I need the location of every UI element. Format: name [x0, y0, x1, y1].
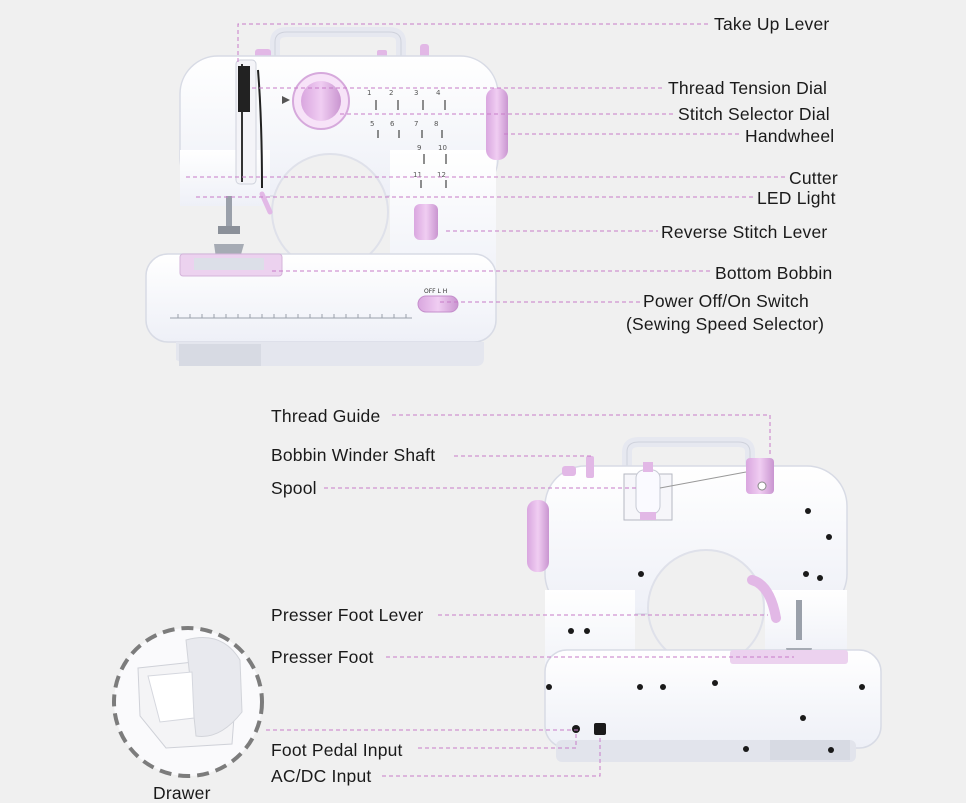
- label-stitch-selector-dial: Stitch Selector Dial: [678, 104, 830, 124]
- svg-text:12: 12: [437, 171, 446, 179]
- label-cutter: Cutter: [789, 168, 838, 188]
- label-reverse-stitch-lever: Reverse Stitch Lever: [661, 222, 828, 242]
- svg-text:11: 11: [413, 171, 422, 179]
- svg-text:5: 5: [370, 120, 374, 128]
- label-foot-pedal-input: Foot Pedal Input: [271, 740, 403, 760]
- label-take-up-lever: Take Up Lever: [714, 14, 830, 34]
- label-bottom-bobbin: Bottom Bobbin: [715, 263, 833, 283]
- label-led-light: LED Light: [757, 188, 836, 208]
- svg-text:2: 2: [389, 89, 393, 97]
- svg-text:7: 7: [414, 120, 418, 128]
- label-presser-foot: Presser Foot: [271, 647, 374, 667]
- back-machine: [527, 437, 882, 762]
- leader-lines: [186, 23, 794, 777]
- drawer-inset: [112, 626, 264, 778]
- label-drawer: Drawer: [153, 783, 211, 803]
- label-ac-dc-input: AC/DC Input: [271, 766, 372, 786]
- switch-markings: OFF L H: [424, 288, 447, 295]
- label-handwheel: Handwheel: [745, 126, 835, 146]
- label-thread-guide: Thread Guide: [271, 406, 381, 426]
- label-presser-foot-lever: Presser Foot Lever: [271, 605, 424, 625]
- label-bobbin-winder-shaft: Bobbin Winder Shaft: [271, 445, 436, 465]
- svg-text:4: 4: [436, 89, 441, 97]
- label-spool: Spool: [271, 478, 317, 498]
- label-power-switch: Power Off/On Switch: [643, 291, 809, 311]
- svg-text:3: 3: [414, 89, 418, 97]
- label-power-switch-subtitle: (Sewing Speed Selector): [626, 314, 825, 334]
- svg-text:6: 6: [390, 120, 395, 128]
- label-thread-tension-dial: Thread Tension Dial: [668, 78, 828, 98]
- svg-text:1: 1: [367, 89, 371, 97]
- svg-text:9: 9: [417, 144, 421, 152]
- svg-text:8: 8: [434, 120, 438, 128]
- svg-text:10: 10: [438, 144, 447, 152]
